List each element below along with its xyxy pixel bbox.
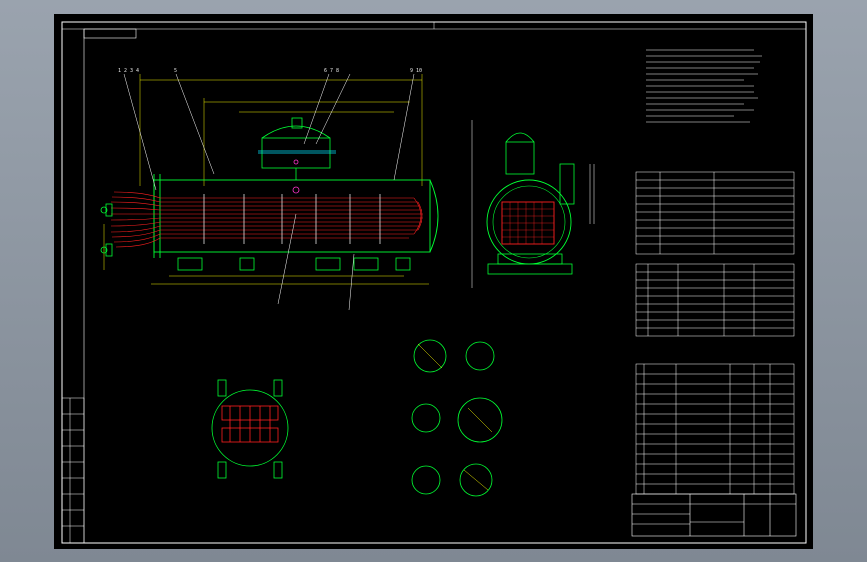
- drawing-canvas: 1 2 3 4 5 6 7 8 9 10: [61, 21, 807, 544]
- nozzle-table: [635, 263, 795, 337]
- svg-text:6 7 8: 6 7 8: [324, 68, 339, 74]
- parts-list-table: [635, 363, 795, 495]
- top-left-box: [83, 28, 137, 39]
- cad-drawing-sheet: 1 2 3 4 5 6 7 8 9 10: [54, 14, 813, 549]
- svg-text:5: 5: [174, 68, 177, 74]
- top-dome: [258, 117, 336, 180]
- technical-notes: [646, 49, 762, 123]
- tube-bundle: [110, 191, 423, 248]
- leader-lines: [123, 73, 415, 311]
- detail-views: [411, 339, 503, 497]
- svg-text:1 2 3 4: 1 2 3 4: [118, 68, 139, 74]
- svg-text:9 10: 9 10: [410, 68, 422, 74]
- shell-body: [153, 179, 431, 253]
- left-revision-table: [61, 397, 85, 544]
- balloon-labels: 1 2 3 4 5 6 7 8 9 10: [118, 68, 422, 74]
- design-data-table: [635, 171, 795, 255]
- main-elevation-view: 1 2 3 4 5 6 7 8 9 10: [100, 68, 439, 311]
- title-block: [631, 493, 797, 537]
- outer-frame: [61, 21, 807, 544]
- section-view: [211, 379, 289, 479]
- end-view: [471, 120, 595, 288]
